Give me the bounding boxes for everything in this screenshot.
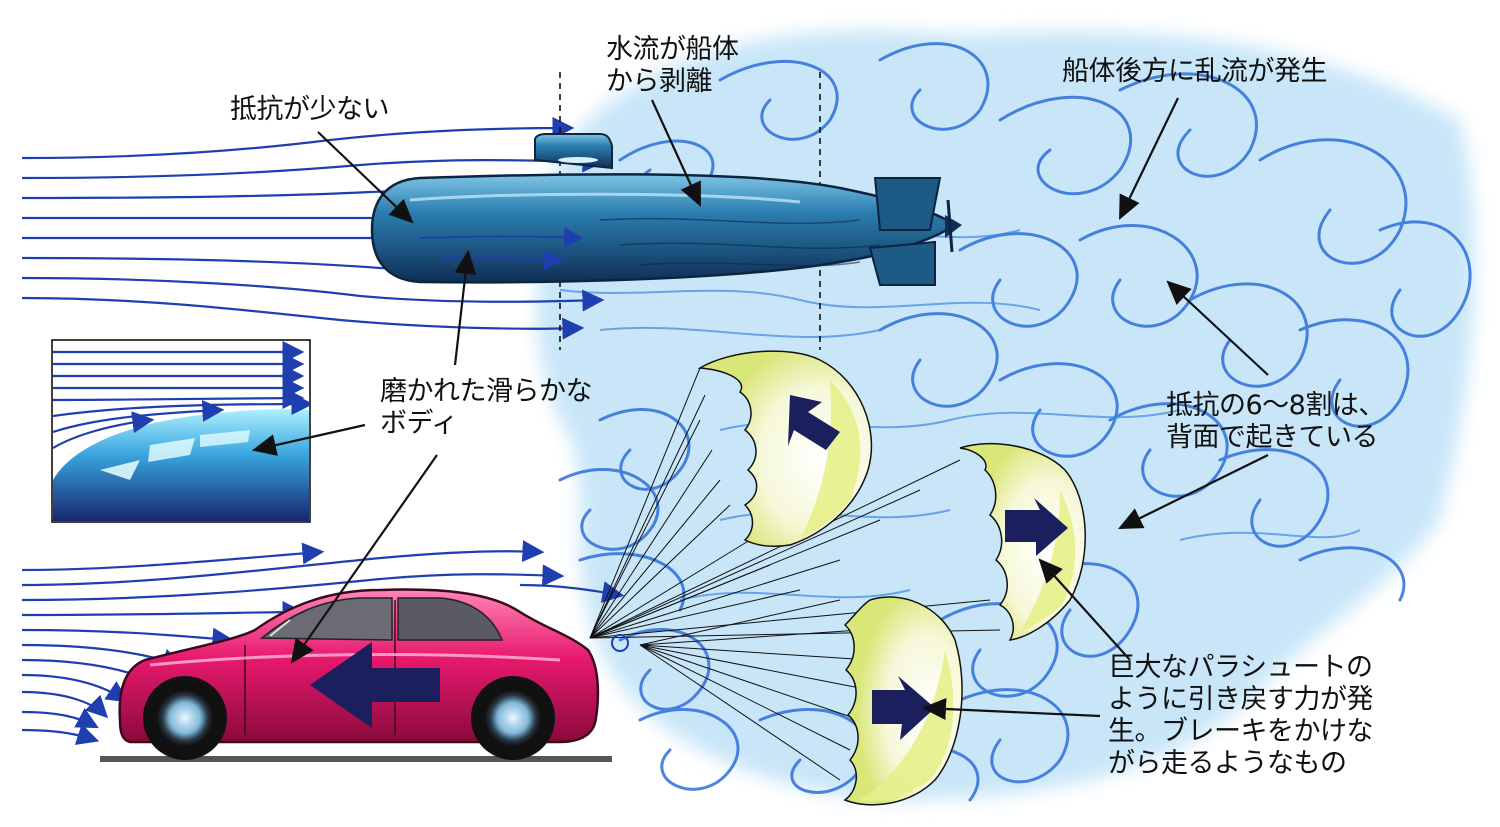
parachute-arrow-middle	[1005, 498, 1068, 556]
label-rear-drag: 抵抗の6～8割は、 背面で起きている	[1166, 390, 1385, 453]
car-direction-arrow	[310, 642, 440, 728]
label-low-drag: 抵抗が少ない	[230, 94, 390, 125]
label-flow-separation: 水流が船体 から剥離	[606, 34, 739, 97]
parachute-middle	[959, 442, 1086, 641]
callout-pointers	[251, 97, 1269, 720]
sedan-car	[118, 588, 600, 760]
lower-flow-lines	[21, 540, 625, 745]
submarine	[370, 133, 962, 286]
parachute-arrow-bottom	[872, 676, 935, 740]
label-turbulence: 船体後方に乱流が発生	[1062, 56, 1328, 87]
label-polished-body: 磨かれた滑らかな ボディ	[380, 376, 593, 439]
surface-inset	[51, 339, 311, 523]
separation-markers	[559, 72, 821, 350]
parachute-top	[697, 350, 873, 547]
parachute-arrow-top	[788, 395, 840, 450]
parachute-bottom	[843, 596, 963, 806]
label-parachute-effect: 巨大なパラシュートの ように引き戻す力が発 生。ブレーキをかけな がら走るような…	[1108, 652, 1374, 779]
